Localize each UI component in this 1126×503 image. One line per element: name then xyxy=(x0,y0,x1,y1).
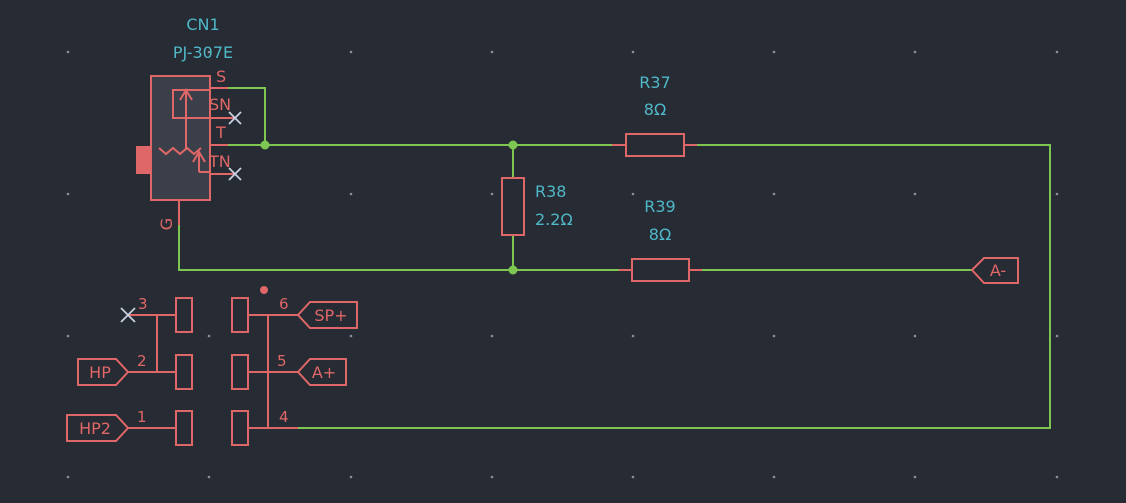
r37-value: 8Ω xyxy=(644,100,666,119)
jack-sleeve-contact xyxy=(172,89,210,119)
connector-pin-number-3: 3 xyxy=(138,295,148,313)
grid-dot xyxy=(631,50,635,54)
cn1-audio-jack[interactable]: CN1 PJ-307E S SN T TN G xyxy=(136,15,242,230)
connector-6pin[interactable]: 3 2 1 6 5 4 xyxy=(120,286,298,446)
wire-s-to-t[interactable] xyxy=(210,87,266,145)
grid-dot xyxy=(913,475,917,479)
grid-dot xyxy=(349,50,353,54)
grid-dot xyxy=(349,334,353,338)
jack-plug-tab xyxy=(136,146,151,174)
r38-value: 2.2Ω xyxy=(535,210,573,229)
connector-pin-number-4: 4 xyxy=(279,408,289,426)
no-connect-icon xyxy=(228,167,242,181)
grid-dot xyxy=(913,192,917,196)
net-label-flag xyxy=(970,257,1019,284)
connector-pin-number-6: 6 xyxy=(279,295,289,313)
jack-pin-label-s: S xyxy=(216,67,226,86)
jack-sn-arrow xyxy=(179,88,193,101)
grid-dot xyxy=(490,475,494,479)
net-label-a-minus-text: A- xyxy=(990,261,1006,280)
r38-body xyxy=(501,177,525,236)
r39-reference: R39 xyxy=(644,197,675,216)
jack-pin-label-sn: SN xyxy=(209,95,231,114)
connector-pin-number-2: 2 xyxy=(137,352,147,370)
grid-dot xyxy=(913,334,917,338)
grid-dot xyxy=(1055,475,1059,479)
junction-dot xyxy=(260,140,270,150)
grid-dot xyxy=(772,475,776,479)
net-label-a-minus[interactable]: A- xyxy=(970,257,1019,284)
connector-pin-number-5: 5 xyxy=(277,352,287,370)
connector-tie-3-2 xyxy=(156,315,176,373)
jack-pin-label-g: G xyxy=(157,218,176,230)
grid-dot xyxy=(349,475,353,479)
jack-pin-label-t: T xyxy=(215,123,226,142)
grid-dot xyxy=(207,334,211,338)
r38-reference: R38 xyxy=(535,182,566,201)
grid-dot xyxy=(349,192,353,196)
net-label-sp-plus-text: SP+ xyxy=(314,306,347,325)
jack-pin-label-tn: TN xyxy=(208,152,231,171)
wire-g-net[interactable] xyxy=(178,220,619,271)
connector-pin-number-1: 1 xyxy=(137,408,147,426)
grid-dot xyxy=(66,475,70,479)
wires xyxy=(178,87,1051,429)
jack-tn-arrow xyxy=(192,150,206,163)
net-label-sp-plus[interactable]: SP+ xyxy=(296,301,358,329)
net-label-hp2[interactable]: HP2 xyxy=(66,414,130,442)
net-label-flag xyxy=(296,301,358,329)
junction-dot xyxy=(508,140,518,150)
grid-dot xyxy=(772,50,776,54)
no-connect-icon xyxy=(120,307,136,323)
net-label-flag xyxy=(77,358,130,386)
grid-dot xyxy=(913,50,917,54)
grid-dot xyxy=(631,334,635,338)
jack-body xyxy=(150,75,211,201)
r37-reference: R37 xyxy=(639,73,670,92)
net-label-flag xyxy=(296,358,347,386)
cn1-reference: CN1 xyxy=(186,15,219,34)
net-label-a-plus[interactable]: A+ xyxy=(296,358,347,386)
cn1-value: PJ-307E xyxy=(173,43,233,62)
grid-dot xyxy=(490,192,494,196)
grid-dot xyxy=(66,192,70,196)
grid-dot xyxy=(66,50,70,54)
grid-dot xyxy=(1055,192,1059,196)
net-label-a-plus-text: A+ xyxy=(312,363,336,382)
grid-dot xyxy=(772,334,776,338)
net-label-flag xyxy=(66,414,130,442)
grid-dot xyxy=(631,192,635,196)
grid-dot xyxy=(490,334,494,338)
connector-pin1-marker xyxy=(260,286,268,294)
grid-dot xyxy=(207,475,211,479)
grid-dot xyxy=(1055,50,1059,54)
net-label-hp2-text: HP2 xyxy=(79,419,111,438)
no-connect-icon xyxy=(228,111,242,125)
grid-dot xyxy=(772,192,776,196)
grid-dot xyxy=(631,475,635,479)
net-label-hp[interactable]: HP xyxy=(77,358,130,386)
grid-dot xyxy=(207,50,211,54)
r39-value: 8Ω xyxy=(649,225,671,244)
net-label-hp-text: HP xyxy=(89,363,111,382)
resistor-r38[interactable]: R38 2.2Ω xyxy=(501,177,573,236)
grid-dot xyxy=(1055,334,1059,338)
resistor-r37[interactable]: R37 8Ω xyxy=(612,73,697,157)
resistor-r39[interactable]: R39 8Ω xyxy=(619,197,702,282)
grid-dot xyxy=(66,334,70,338)
wire-r37-to-connector-pin4[interactable] xyxy=(297,144,1051,429)
grid-dot xyxy=(490,50,494,54)
junction-dot xyxy=(508,265,518,275)
jack-tip-contact xyxy=(158,146,202,156)
